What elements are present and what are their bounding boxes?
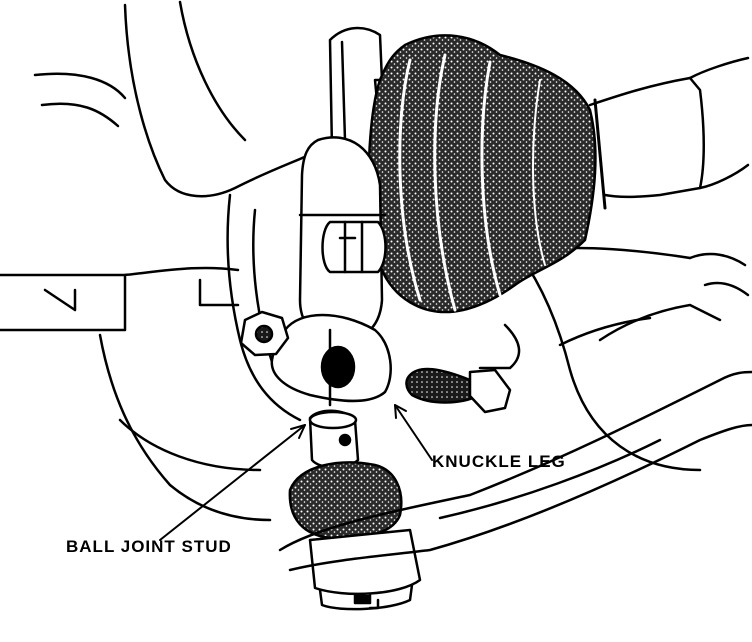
steering-knuckle (298, 136, 387, 343)
ball-joint-stud-part (308, 409, 360, 469)
knuckle-leg-leader (394, 404, 433, 461)
pinch-bolt (405, 367, 512, 414)
ball-joint-stud-arrowhead (290, 424, 306, 439)
knuckle-leg-label: KNUCKLE LEG (432, 452, 566, 471)
ball-joint-housing (288, 461, 422, 611)
ball-joint-stud-label: BALL JOINT STUD (66, 537, 232, 556)
drive-axle-shaft (578, 56, 750, 214)
lower-control-arm (278, 303, 752, 572)
ball-joint-stud-leader (159, 424, 306, 541)
leader-arrows (159, 404, 433, 541)
cv-boot (367, 34, 597, 314)
knuckle-leg-arrowhead (394, 404, 407, 419)
pinch-bolt-nut (239, 310, 290, 357)
knuckle-leg-part (270, 313, 521, 407)
